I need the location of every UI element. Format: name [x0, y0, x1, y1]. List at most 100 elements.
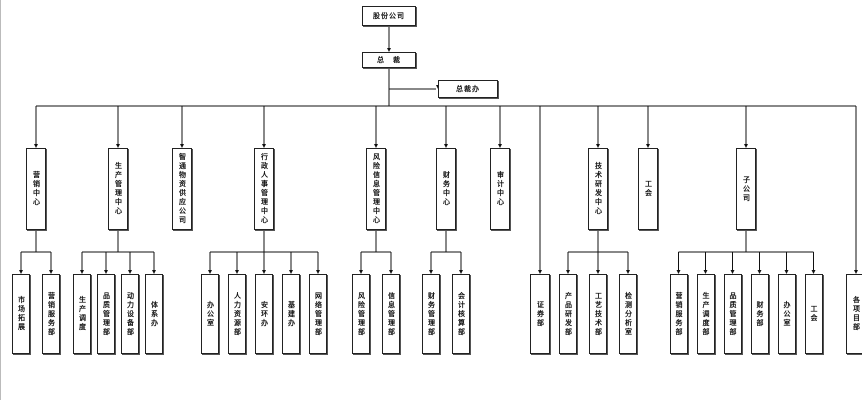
sub-node-3-3[interactable]: 基建办 — [282, 274, 300, 354]
arrow-head — [80, 270, 84, 274]
arrow-head — [811, 270, 816, 274]
sub-node-0-0[interactable]: 市场拓展 — [12, 274, 30, 354]
arrow-head — [566, 270, 570, 274]
dept-node-4[interactable]: 风险信息管理中心 — [366, 148, 386, 230]
dept-node-10-label: 子公司 — [742, 175, 751, 203]
sub-node-3-4-label: 网络管理部 — [314, 291, 323, 337]
dept-node-9-label: 工会 — [644, 180, 653, 198]
dept-node-4-label: 风险信息管理中心 — [372, 153, 381, 225]
sub-node-10-1[interactable]: 生产调度部 — [696, 274, 715, 354]
node-president-office-label: 总裁办 — [456, 85, 480, 93]
sub-node-1-3[interactable]: 体系办 — [145, 274, 163, 354]
sub-node-3-0-label: 办公室 — [206, 300, 215, 328]
arrow-head — [359, 270, 363, 274]
sub-node-10-2[interactable]: 品质管理部 — [723, 274, 742, 354]
arrow-head — [180, 144, 184, 148]
sub-node-1-2-label: 动力设备部 — [126, 291, 135, 337]
dept-node-2[interactable]: 智通物资供应公司 — [172, 148, 192, 230]
sub-node-4-0-label: 风险管理部 — [357, 291, 366, 337]
arrow-head — [289, 270, 293, 274]
dept-node-0[interactable]: 营销中心 — [26, 148, 46, 230]
arrow-head — [262, 144, 266, 148]
arrow-head — [49, 270, 53, 274]
page-edge-line — [0, 0, 1, 400]
arrow-head — [235, 270, 239, 274]
dept-node-3[interactable]: 行政人事管理中心 — [254, 148, 274, 230]
dept-node-7-label: 证券部 — [536, 300, 545, 328]
node-company[interactable]: 股份公司 — [362, 6, 416, 26]
dept-node-1[interactable]: 生产管理中心 — [108, 148, 128, 230]
arrow-head — [104, 270, 108, 274]
sub-node-10-0[interactable]: 营销服务部 — [669, 274, 688, 354]
arrow-head — [854, 270, 858, 274]
arrow-head — [730, 270, 735, 274]
dept-node-6[interactable]: 审计中心 — [490, 148, 510, 230]
sub-node-3-2[interactable]: 安环办 — [255, 274, 273, 354]
arrow-head — [387, 48, 391, 52]
sub-node-10-5[interactable]: 工会 — [804, 274, 823, 354]
arrow-head — [757, 270, 762, 274]
dept-node-6-label: 审计中心 — [496, 171, 505, 207]
node-president-office[interactable]: 总裁办 — [438, 80, 498, 98]
sub-node-10-4[interactable]: 办公室 — [777, 274, 796, 354]
arrow-head — [19, 270, 23, 274]
arrow-head — [316, 270, 320, 274]
arrow-head — [374, 144, 378, 148]
dept-node-9[interactable]: 工会 — [638, 148, 658, 230]
arrow-head — [459, 270, 463, 274]
sub-node-3-1[interactable]: 人力资源部 — [228, 274, 246, 354]
arrow-head — [646, 144, 650, 148]
sub-node-8-2[interactable]: 检测分析室 — [619, 274, 637, 354]
dept-node-0-label: 营销中心 — [32, 171, 41, 207]
sub-node-0-1-label: 营销服务部 — [47, 291, 56, 337]
arrow-head — [703, 270, 708, 274]
arrow-head — [152, 270, 156, 274]
sub-node-10-5-label: 工会 — [810, 305, 818, 323]
dept-node-8[interactable]: 技术研发中心 — [588, 148, 608, 230]
arrow-head — [676, 270, 681, 274]
sub-node-1-1[interactable]: 品质管理部 — [97, 274, 115, 354]
arrow-head — [784, 270, 789, 274]
sub-node-1-0-label: 生产调度 — [78, 296, 87, 332]
sub-node-1-2[interactable]: 动力设备部 — [121, 274, 139, 354]
sub-node-10-3-label: 财务部 — [756, 300, 764, 328]
dept-node-7[interactable]: 证券部 — [530, 274, 550, 354]
sub-node-5-0[interactable]: 财务管理部 — [422, 274, 440, 354]
node-president[interactable]: 总 裁 — [362, 52, 416, 68]
sub-node-1-1-label: 品质管理部 — [102, 291, 111, 337]
sub-node-5-1[interactable]: 会计核算部 — [452, 274, 470, 354]
sub-node-5-0-label: 财务管理部 — [427, 291, 436, 337]
sub-node-0-1[interactable]: 营销服务部 — [42, 274, 60, 354]
dept-node-5[interactable]: 财务中心 — [436, 148, 456, 230]
arrow-head — [128, 270, 132, 274]
dept-node-11[interactable]: 各项目部 — [846, 274, 862, 354]
sub-node-1-0[interactable]: 生产调度 — [73, 274, 91, 354]
arrow-head — [498, 144, 502, 148]
arrow-head — [596, 144, 600, 148]
sub-node-3-4[interactable]: 网络管理部 — [309, 274, 327, 354]
sub-node-8-0[interactable]: 产品研发部 — [559, 274, 577, 354]
arrow-head — [429, 270, 433, 274]
arrow-head — [538, 270, 542, 274]
dept-node-2-label: 智通物资供应公司 — [178, 153, 187, 225]
sub-node-0-0-label: 市场拓展 — [17, 296, 26, 332]
dept-node-1-label: 生产管理中心 — [114, 162, 123, 216]
sub-node-3-0[interactable]: 办公室 — [201, 274, 219, 354]
arrow-head — [744, 144, 748, 148]
arrow-head — [596, 270, 600, 274]
sub-node-8-1-label: 工艺技术部 — [594, 291, 603, 337]
sub-node-10-0-label: 营销服务部 — [675, 291, 683, 337]
sub-node-10-3[interactable]: 财务部 — [750, 274, 769, 354]
sub-node-10-2-label: 品质管理部 — [729, 291, 737, 337]
sub-node-4-0[interactable]: 风险管理部 — [352, 274, 370, 354]
dept-node-3-label: 行政人事管理中心 — [260, 153, 269, 225]
sub-node-5-1-label: 会计核算部 — [457, 291, 466, 337]
sub-node-8-1[interactable]: 工艺技术部 — [589, 274, 607, 354]
sub-node-4-1[interactable]: 信息管理部 — [382, 274, 400, 354]
dept-node-10[interactable]: 子公司 — [736, 148, 756, 230]
dept-node-11-label: 各项目部 — [852, 296, 861, 332]
sub-node-4-1-label: 信息管理部 — [387, 291, 396, 337]
dept-node-8-label: 技术研发中心 — [594, 162, 603, 216]
